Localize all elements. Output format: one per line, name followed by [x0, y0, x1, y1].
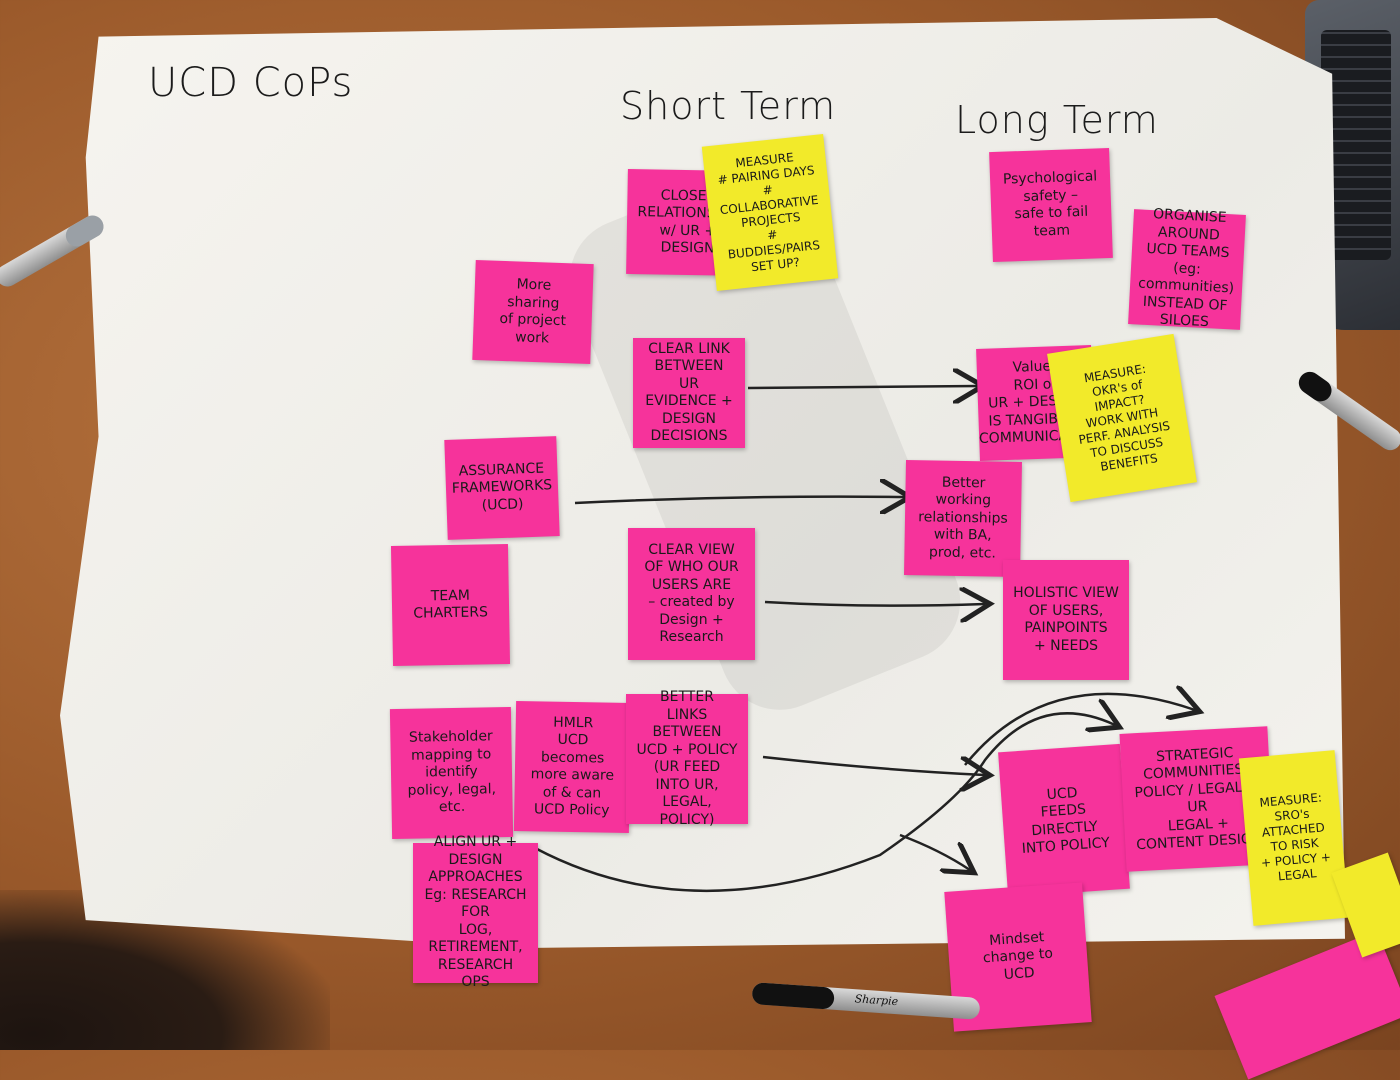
- note-hmlr-ucd: HMLR UCD becomes more aware of & can UCD…: [513, 701, 632, 833]
- note-measure-policy: MEASURE: SRO's ATTACHED TO RISK + POLICY…: [1238, 750, 1350, 926]
- note-stakeholder-mapping: Stakeholder mapping to identify policy, …: [389, 706, 514, 840]
- note-organise-around-ucd: ORGANISE AROUND UCD TEAMS (eg: communiti…: [1128, 206, 1246, 330]
- board-title: UCD CoPs: [148, 60, 354, 106]
- arrow-curve-to-strategic-2: [964, 694, 1195, 766]
- note-ucd-feeds-policy: UCD FEEDS DIRECTLY INTO POLICY: [998, 743, 1130, 898]
- arrow-clear-view-to-holistic: [764, 602, 985, 606]
- note-team-charters: TEAM CHARTERS: [390, 543, 511, 667]
- column-heading-short-term: Short Term: [620, 84, 837, 128]
- note-measure-short-term: MEASURE # PAIRING DAYS # COLLABORATIVE P…: [701, 134, 839, 291]
- note-clear-view-of-users: CLEAR VIEW OF WHO OUR USERS ARE – create…: [628, 528, 755, 660]
- column-heading-long-term: Long Term: [955, 98, 1159, 142]
- note-align-ur-design: ALIGN UR + DESIGN APPROACHES Eg: RESEARC…: [413, 834, 538, 990]
- arrow-assurance-to-better-working: [574, 497, 905, 503]
- note-holistic-view: HOLISTIC VIEW OF USERS, PAINPOINTS + NEE…: [1003, 560, 1129, 680]
- note-more-sharing: More sharing of project work: [472, 259, 594, 365]
- note-assurance-frameworks: ASSURANCE FRAMEWORKS (UCD): [444, 436, 560, 540]
- note-psychological-safety: Psychological safety – safe to fail team: [989, 147, 1113, 263]
- arrow-curve-to-strategic: [534, 713, 1115, 892]
- arrow-clear-link-to-roi: [747, 386, 978, 388]
- arrow-better-links-to-ucd-feeds: [762, 755, 985, 775]
- marker-brand-label: Sharpie: [854, 992, 899, 1009]
- arrow-to-mindset: [899, 833, 970, 870]
- note-better-links: BETTER LINKS BETWEEN UCD + POLICY (UR FE…: [626, 689, 748, 828]
- note-clear-link: CLEAR LINK BETWEEN UR EVIDENCE + DESIGN …: [633, 338, 745, 448]
- connector-arrows: [534, 0, 1400, 892]
- note-measure-long-term: MEASURE: OKR's of IMPACT? WORK WITH PERF…: [1047, 333, 1197, 503]
